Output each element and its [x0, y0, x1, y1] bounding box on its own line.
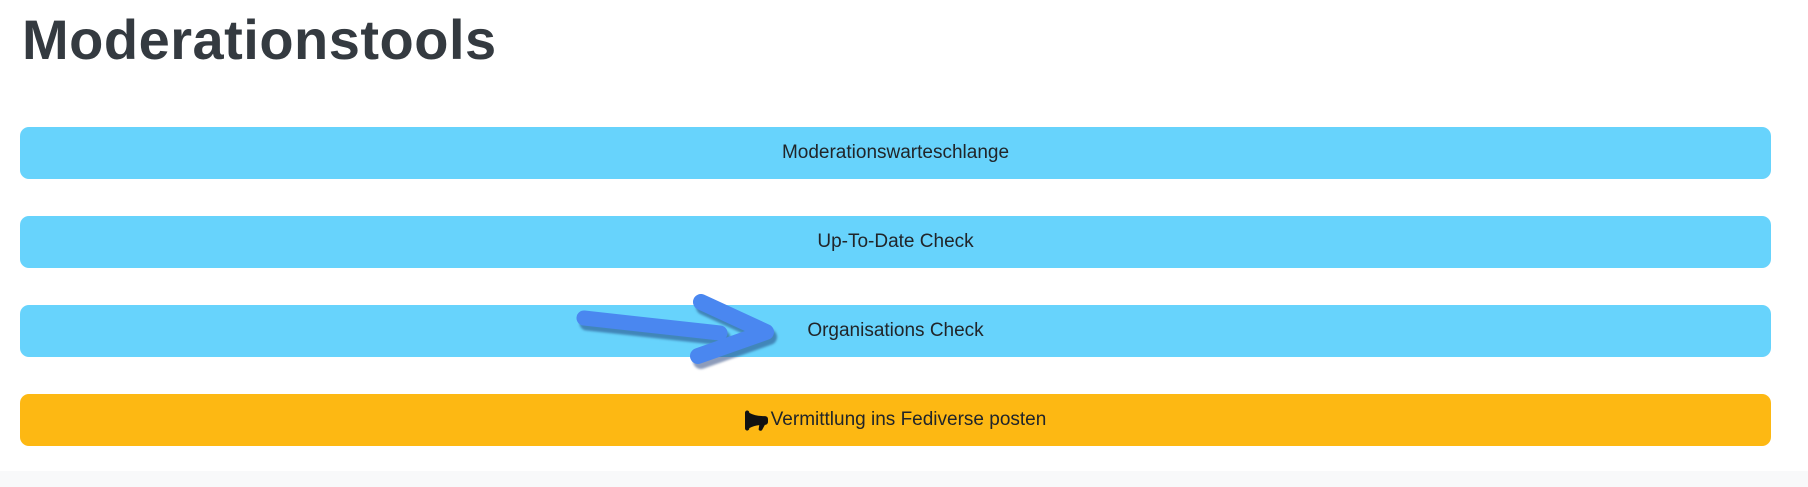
- moderation-tools-page: Moderationstools Moderationswarteschlang…: [0, 6, 1808, 487]
- post-to-fediverse-button-label: Vermittlung ins Fediverse posten: [770, 409, 1047, 431]
- up-to-date-check-button[interactable]: Up-To-Date Check: [20, 216, 1771, 269]
- up-to-date-check-button-label: Up-To-Date Check: [817, 231, 974, 253]
- button-stack: Moderationswarteschlange Up-To-Date Chec…: [20, 127, 1771, 447]
- moderation-queue-button[interactable]: Moderationswarteschlange: [20, 127, 1771, 180]
- post-to-fediverse-button[interactable]: Vermittlung ins Fediverse posten: [20, 394, 1771, 447]
- page-title: Moderationstools: [22, 8, 497, 71]
- megaphone-icon: [744, 409, 768, 432]
- organisations-check-button[interactable]: Organisations Check: [20, 305, 1771, 358]
- organisations-check-button-label: Organisations Check: [807, 320, 984, 342]
- moderation-queue-button-label: Moderationswarteschlange: [781, 142, 1010, 164]
- footer-bar: [0, 471, 1808, 487]
